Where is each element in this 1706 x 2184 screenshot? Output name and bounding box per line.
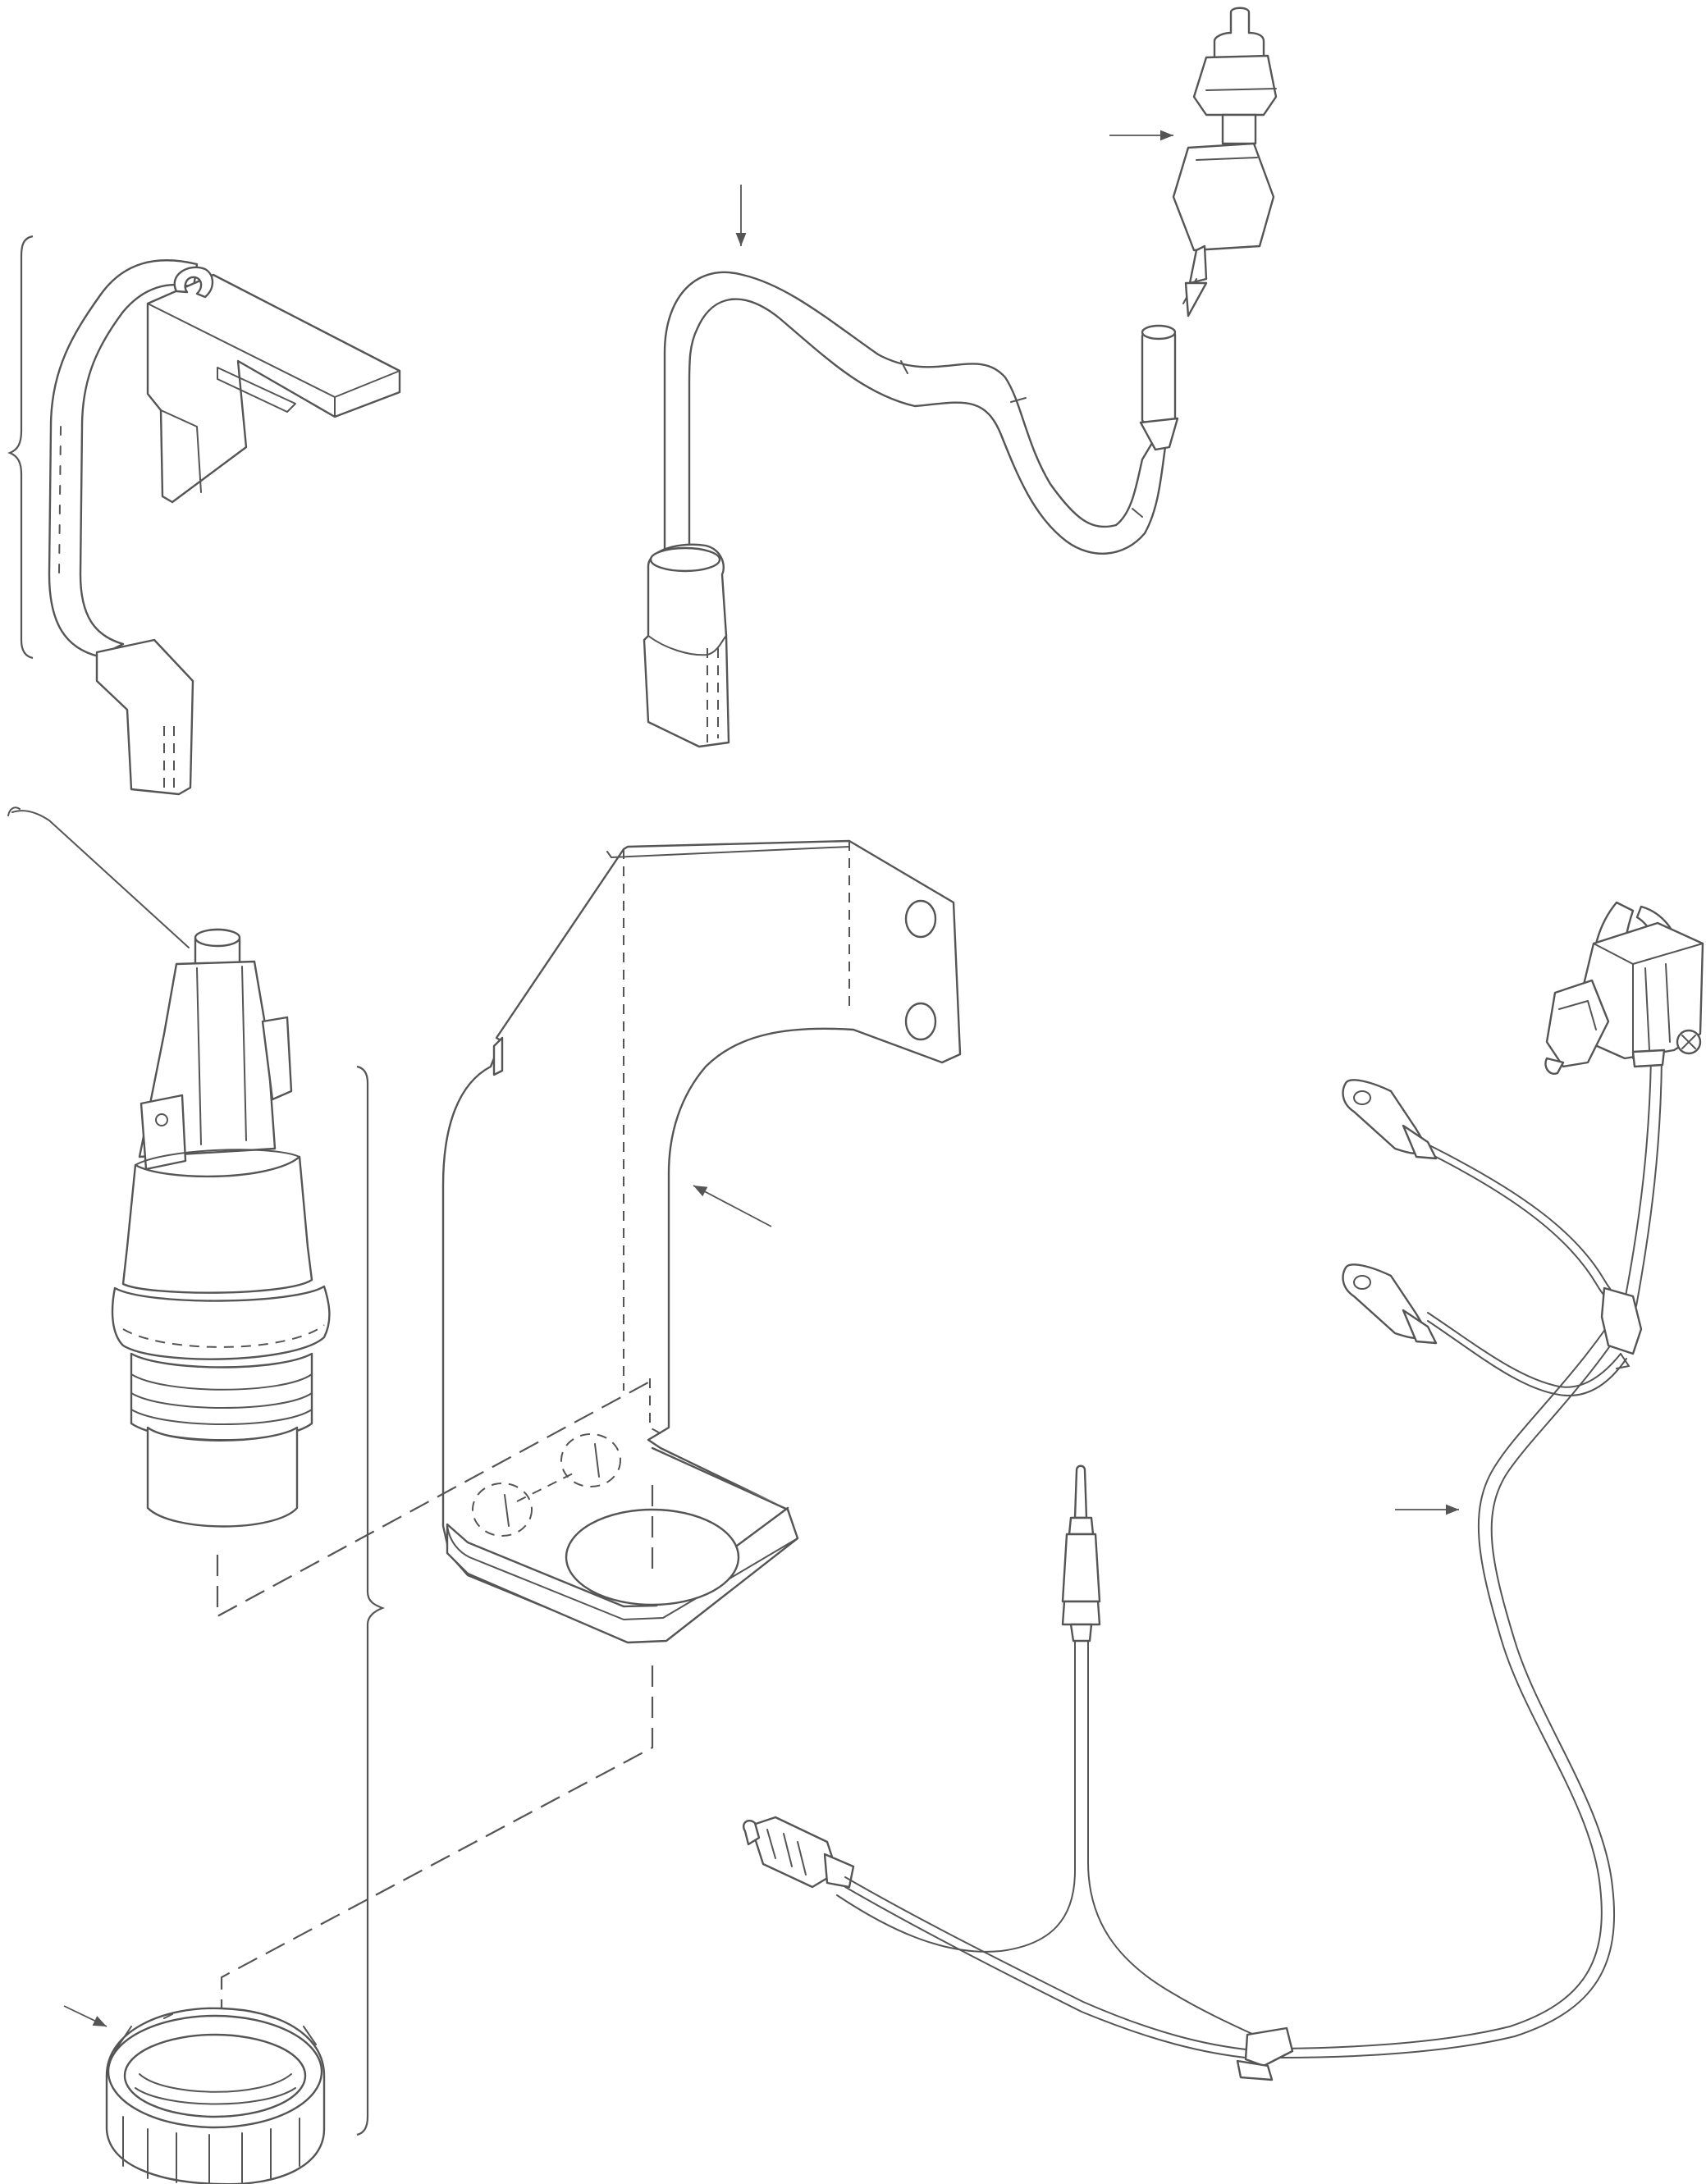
reference-arrows (63, 130, 1459, 2027)
interrupter-block-icon (1544, 901, 1704, 1075)
mounting-bracket-icon (441, 839, 962, 1644)
retaining-nut-icon (105, 2007, 326, 2184)
thermocouple-harness-icon (743, 1058, 1663, 2081)
group-bracket-line (356, 1065, 385, 2136)
ignition-cable-icon (643, 271, 1179, 748)
electrode-connector-icon (1172, 7, 1278, 318)
group-brace (7, 235, 34, 660)
spark-electrode-bracket-icon (48, 259, 401, 796)
piezo-igniter-icon (7, 806, 331, 1528)
